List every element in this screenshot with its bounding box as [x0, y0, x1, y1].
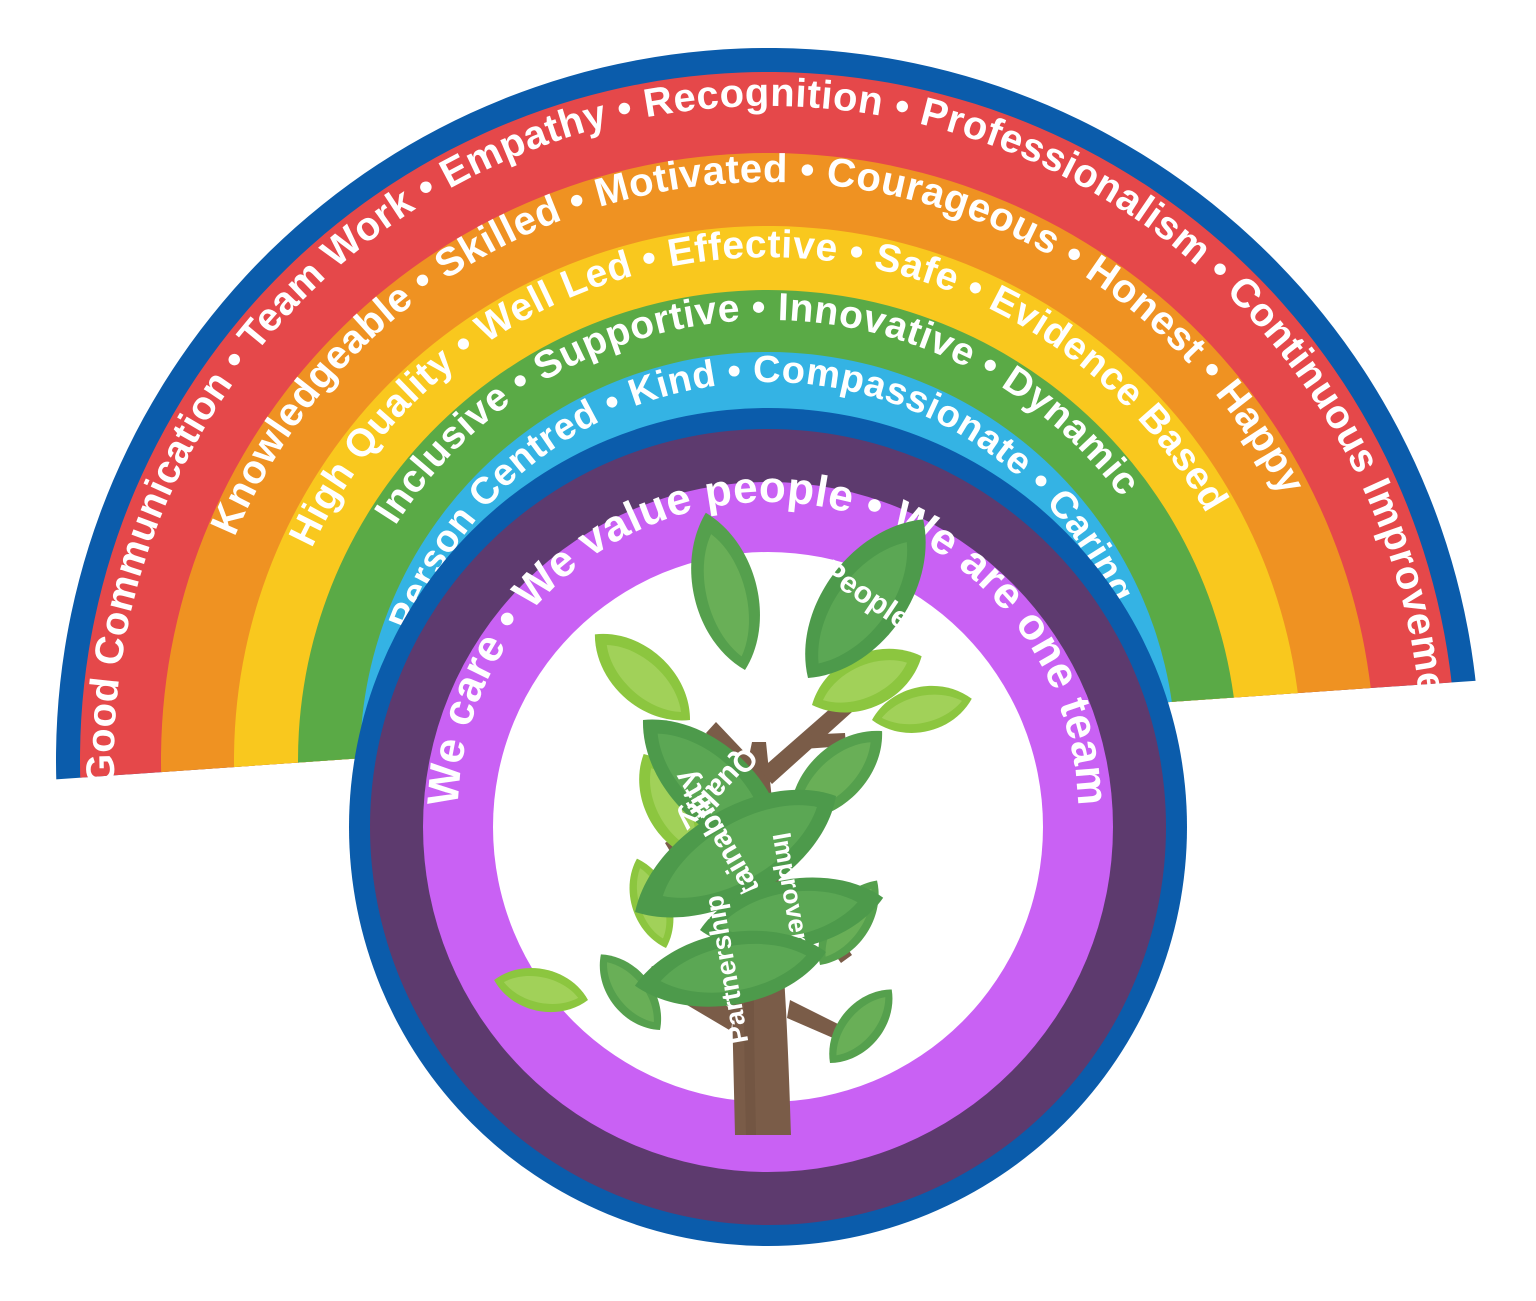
tree-emblem: People Quality Sustainability Improvemen… [494, 512, 972, 1135]
tree-leaves-decorative [494, 512, 972, 1063]
leaf-people: People [805, 519, 926, 678]
center-disc: We care • We value people • We are one t… [349, 408, 1187, 1246]
